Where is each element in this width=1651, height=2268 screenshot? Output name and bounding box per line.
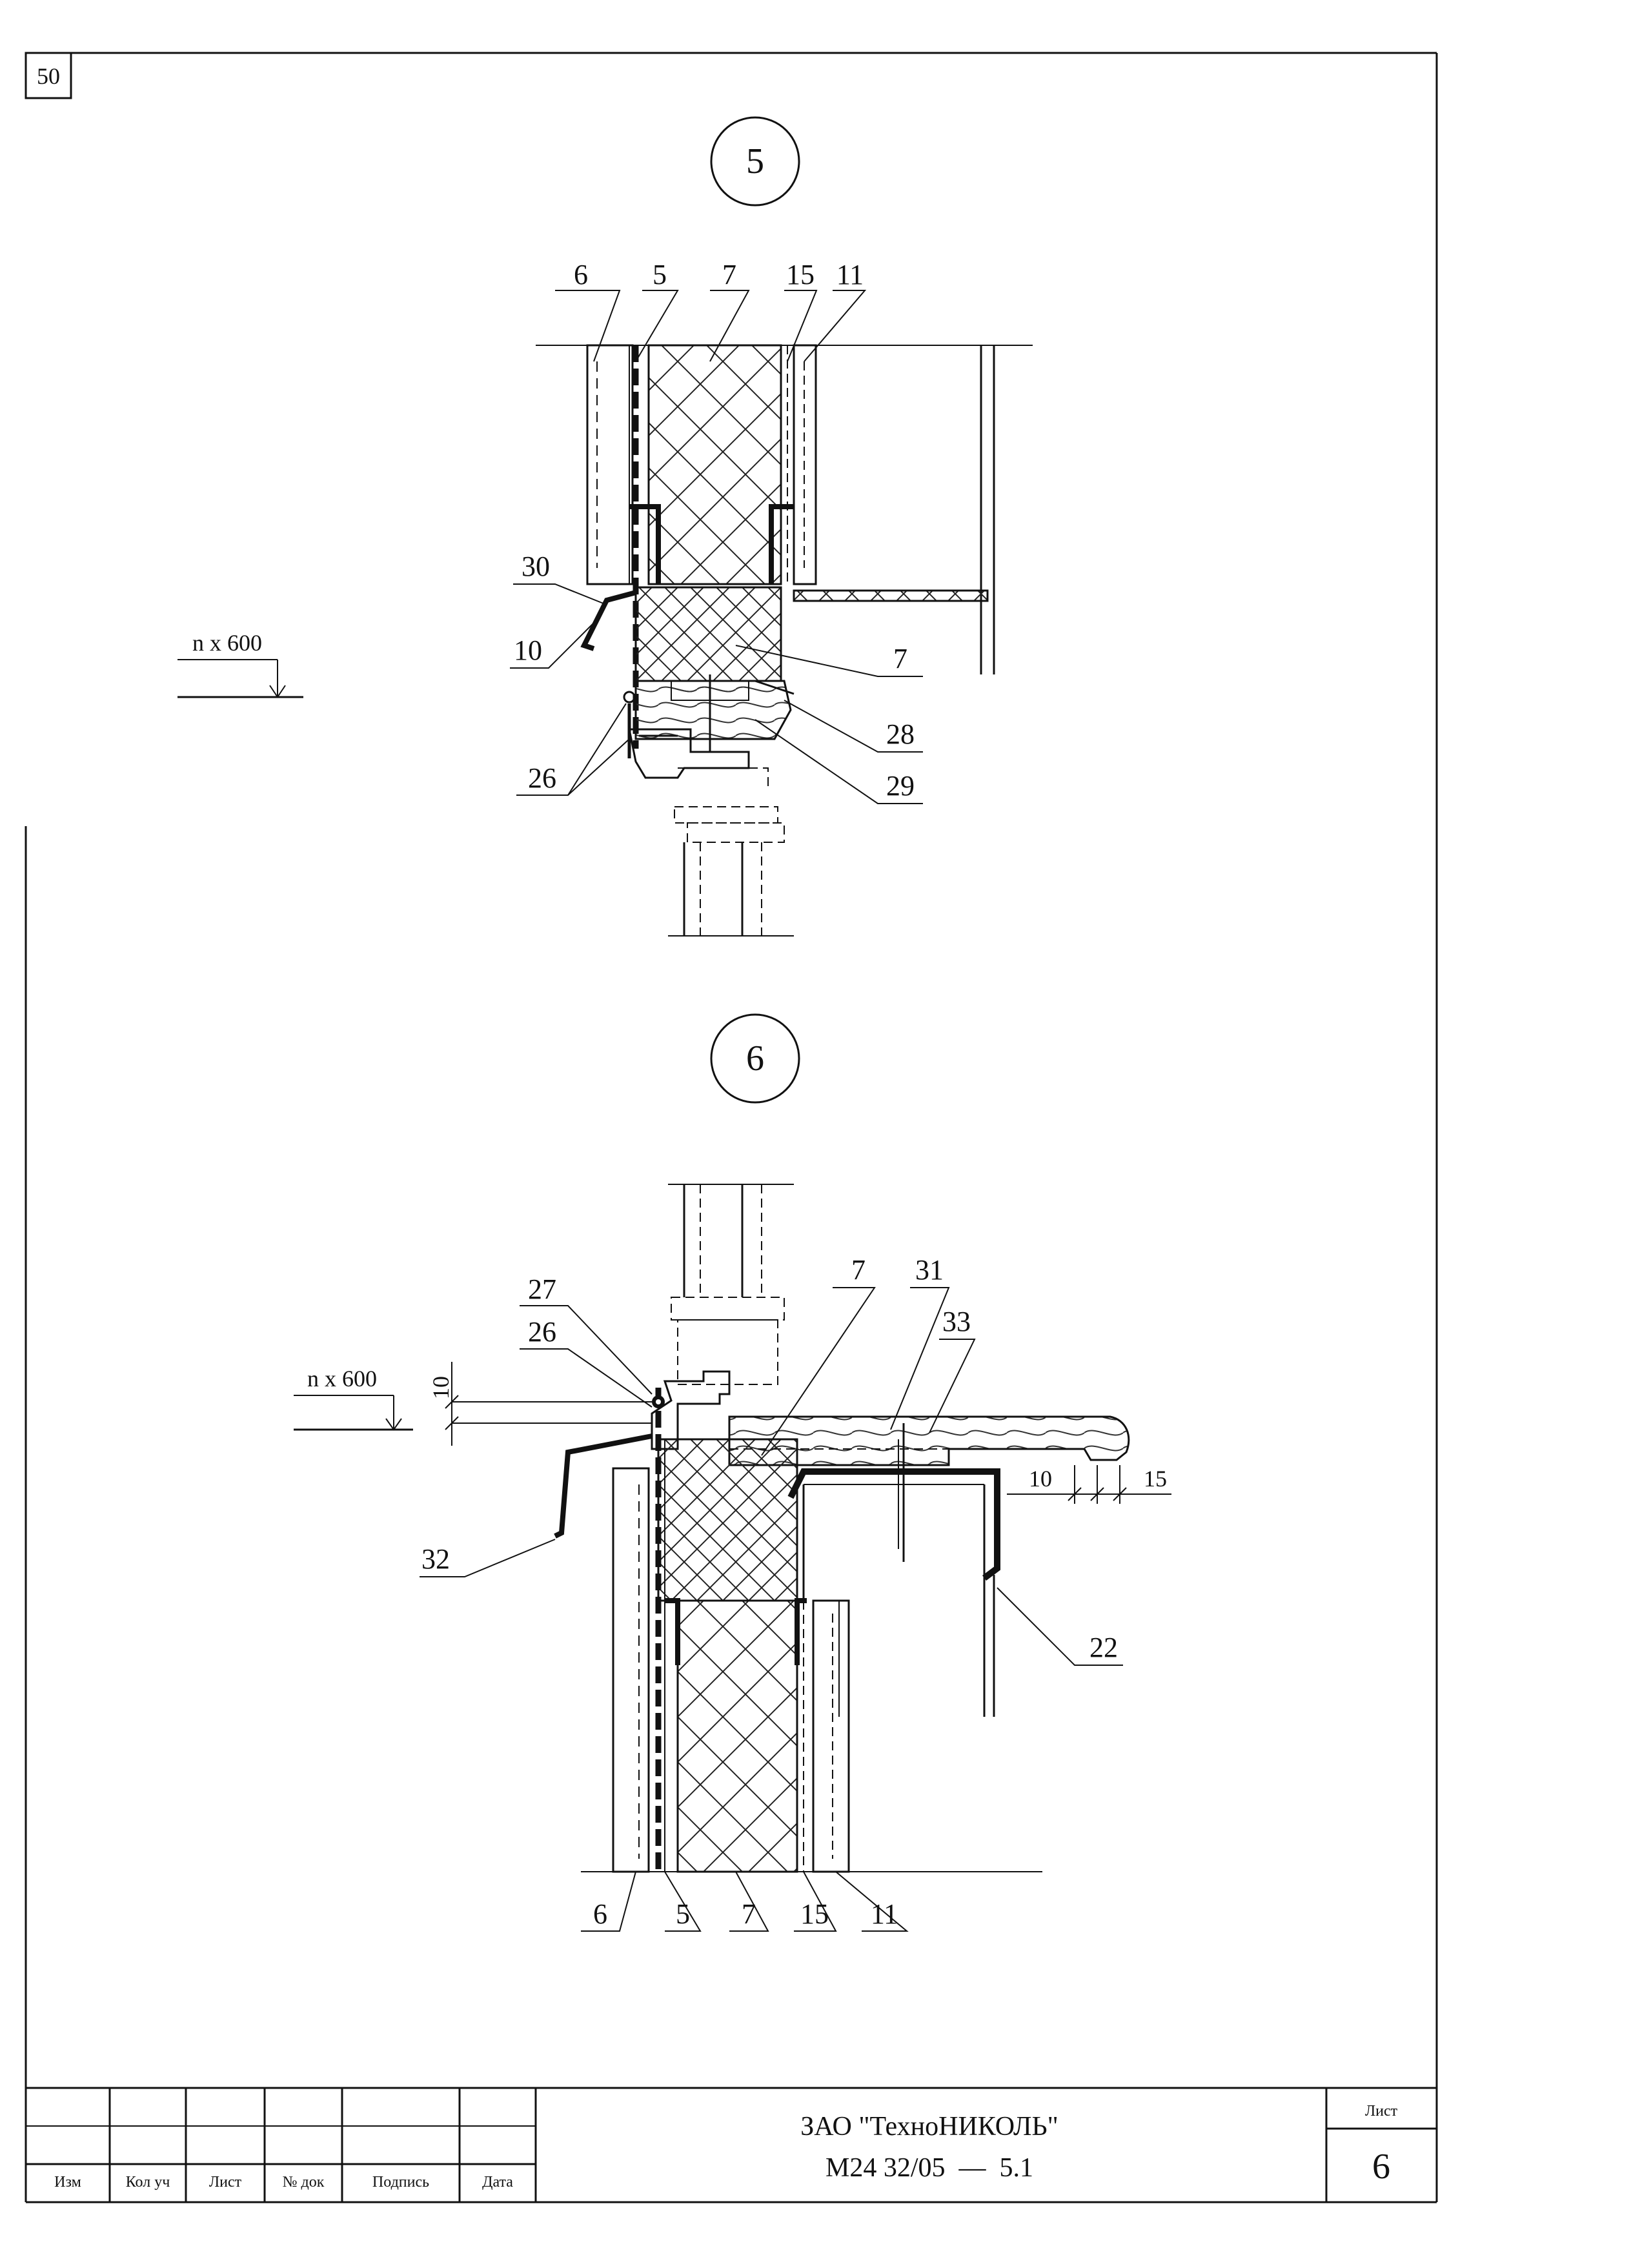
title-block bbox=[26, 2088, 1437, 2202]
corner-number-box: 50 bbox=[25, 52, 72, 99]
col-data: Дата bbox=[482, 2174, 513, 2191]
corner-number: 50 bbox=[37, 63, 60, 89]
detail-6-number: 6 bbox=[746, 1038, 764, 1078]
detail-6-level-mark: n x 600 bbox=[294, 1366, 413, 1431]
label-6-27: 27 bbox=[528, 1273, 556, 1305]
dim-10-vertical-text: 10 bbox=[428, 1376, 454, 1399]
label-6-6: 6 bbox=[593, 1898, 607, 1930]
label-5-29: 29 bbox=[886, 770, 915, 802]
title-block-text: Изм Кол уч Лист № док Подпись Дата ЗАО "… bbox=[54, 2103, 1397, 2191]
detail-6-dimension: n x 600 bbox=[307, 1366, 377, 1392]
label-6-15: 15 bbox=[800, 1898, 829, 1930]
label-5-28: 28 bbox=[886, 718, 915, 750]
label-5-11: 11 bbox=[836, 259, 864, 290]
detail-5-number: 5 bbox=[746, 141, 764, 181]
label-5-7a: 7 bbox=[722, 259, 736, 290]
detail-6-dim-horizontal: 10 15 bbox=[1007, 1465, 1171, 1504]
label-6-22: 22 bbox=[1089, 1632, 1118, 1663]
label-6-5: 5 bbox=[676, 1898, 690, 1930]
label-6-33: 33 bbox=[942, 1306, 971, 1337]
label-6-7b: 7 bbox=[742, 1898, 756, 1930]
col-n-dok: № док bbox=[283, 2174, 325, 2191]
detail-5-leaders bbox=[510, 290, 923, 804]
label-5-6: 6 bbox=[574, 259, 588, 290]
sheet-label: Лист bbox=[1365, 2103, 1398, 2120]
col-list: Лист bbox=[209, 2174, 242, 2191]
col-izm: Изм bbox=[54, 2174, 81, 2191]
label-6-11: 11 bbox=[871, 1898, 898, 1930]
label-5-7b: 7 bbox=[893, 643, 907, 674]
label-6-26: 26 bbox=[528, 1316, 556, 1348]
detail-5-dimension: n x 600 bbox=[192, 630, 262, 656]
detail-6-leaders bbox=[420, 1287, 1123, 1932]
label-5-5: 5 bbox=[653, 259, 667, 290]
label-6-32: 32 bbox=[421, 1543, 450, 1575]
detail-5: 5 bbox=[177, 116, 1033, 937]
col-podpis: Подпись bbox=[372, 2174, 429, 2191]
dim-10-horizontal-text: 10 bbox=[1029, 1466, 1052, 1492]
detail-6-dim-10-vertical: 10 bbox=[428, 1362, 652, 1446]
label-5-30: 30 bbox=[522, 551, 550, 582]
detail-6-circle bbox=[710, 1013, 800, 1104]
company-name: ЗАО "ТехноНИКОЛЬ" bbox=[800, 2112, 1058, 2141]
document-code: М24 32/05 — 5.1 bbox=[826, 2153, 1033, 2183]
label-6-7a: 7 bbox=[851, 1254, 866, 1286]
sheet-number: 6 bbox=[1372, 2147, 1390, 2187]
label-6-31: 31 bbox=[915, 1254, 944, 1286]
col-kol-uch: Кол уч bbox=[126, 2174, 170, 2191]
sheet-frame bbox=[25, 52, 1438, 2203]
label-5-10: 10 bbox=[514, 634, 542, 666]
label-5-26: 26 bbox=[528, 762, 556, 794]
detail-5-circle bbox=[710, 116, 800, 207]
label-5-15: 15 bbox=[786, 259, 815, 290]
detail-6: 6 bbox=[294, 1013, 1171, 1932]
dim-15-horizontal-text: 15 bbox=[1144, 1466, 1167, 1492]
detail-5-level-mark: n x 600 bbox=[177, 630, 303, 698]
